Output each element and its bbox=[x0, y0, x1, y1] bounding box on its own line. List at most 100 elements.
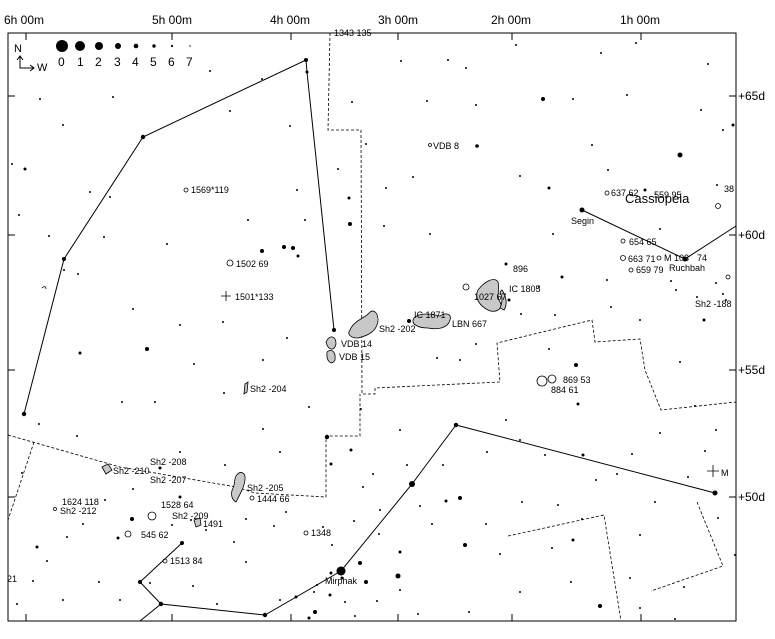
star bbox=[694, 405, 696, 407]
star bbox=[716, 184, 718, 186]
cluster-edge bbox=[715, 203, 721, 209]
cluster-1502 bbox=[226, 259, 234, 267]
mag-1-dot bbox=[75, 41, 85, 51]
camelopardalis-line bbox=[23, 59, 335, 415]
star bbox=[224, 464, 226, 466]
dec-label-50: +50d bbox=[738, 490, 765, 504]
ra-label-2h: 2h 00m bbox=[491, 13, 531, 27]
star bbox=[62, 124, 64, 126]
nebula-lbn-667 bbox=[412, 313, 451, 330]
star bbox=[112, 96, 114, 98]
star bbox=[447, 59, 449, 61]
star bbox=[347, 196, 351, 200]
star bbox=[607, 169, 609, 171]
mag-7-dot bbox=[189, 45, 191, 47]
object-label: 1348 bbox=[311, 528, 331, 538]
ra-label-1h: 1h 00m bbox=[620, 13, 660, 27]
nebula-vdb-15 bbox=[326, 350, 336, 364]
star bbox=[337, 168, 339, 170]
star bbox=[78, 351, 82, 355]
object-label: Ruchbah bbox=[669, 263, 705, 273]
object-label: IC 1871 bbox=[414, 310, 446, 320]
star bbox=[180, 541, 184, 545]
star bbox=[712, 490, 718, 496]
star bbox=[149, 582, 151, 584]
star bbox=[654, 501, 656, 503]
star bbox=[581, 518, 583, 520]
dec-label-65: +65d bbox=[738, 89, 765, 103]
star bbox=[21, 411, 27, 417]
star bbox=[519, 175, 521, 177]
object-label: 559 95 bbox=[654, 190, 682, 200]
star bbox=[507, 298, 511, 302]
star bbox=[385, 187, 387, 189]
nebula-sh2-205 bbox=[231, 472, 246, 503]
star bbox=[707, 63, 709, 65]
star bbox=[158, 466, 162, 470]
star bbox=[322, 526, 324, 528]
cluster-869 bbox=[536, 375, 548, 387]
star bbox=[659, 432, 661, 434]
star bbox=[704, 450, 706, 452]
star bbox=[179, 451, 181, 453]
star bbox=[372, 473, 374, 475]
star bbox=[639, 607, 641, 609]
star bbox=[260, 249, 264, 253]
dec-label-60: +60d bbox=[738, 228, 765, 242]
object-label: VDB 14 bbox=[341, 339, 372, 349]
star bbox=[436, 357, 438, 359]
cluster-1444 bbox=[249, 495, 255, 501]
ra-label-6h: 6h 00m bbox=[4, 13, 44, 27]
star bbox=[552, 233, 554, 235]
star bbox=[376, 600, 378, 602]
star bbox=[308, 406, 310, 408]
star bbox=[499, 553, 501, 555]
star bbox=[158, 601, 164, 607]
star bbox=[313, 610, 317, 614]
mag-3-label: 3 bbox=[114, 55, 121, 69]
object-label: LBN 667 bbox=[452, 319, 487, 329]
star bbox=[571, 538, 575, 542]
star bbox=[305, 70, 309, 74]
star bbox=[296, 189, 298, 191]
star bbox=[431, 523, 433, 525]
cluster-545 bbox=[124, 530, 132, 538]
cluster-663 bbox=[620, 255, 626, 261]
star bbox=[581, 453, 585, 457]
star bbox=[324, 434, 330, 440]
star bbox=[486, 451, 488, 453]
mag-0-dot bbox=[56, 40, 68, 52]
star bbox=[76, 435, 78, 437]
star bbox=[82, 523, 84, 525]
star bbox=[383, 225, 385, 227]
star bbox=[247, 219, 249, 221]
cluster-1348 bbox=[303, 530, 309, 536]
star bbox=[132, 488, 134, 490]
star bbox=[294, 595, 298, 599]
star bbox=[521, 501, 523, 503]
object-label: Sh2 -202 bbox=[379, 324, 416, 334]
star bbox=[399, 589, 401, 591]
star bbox=[328, 593, 332, 597]
mag-6-label: 6 bbox=[168, 55, 175, 69]
star bbox=[541, 97, 545, 101]
star bbox=[329, 571, 333, 575]
star bbox=[675, 289, 677, 291]
star bbox=[332, 328, 336, 332]
star bbox=[576, 402, 580, 406]
star bbox=[286, 337, 288, 339]
star bbox=[626, 94, 628, 96]
star bbox=[121, 401, 123, 403]
star bbox=[205, 529, 207, 531]
nebula-1491 bbox=[193, 517, 202, 528]
star bbox=[190, 519, 192, 521]
star bbox=[429, 233, 431, 235]
star bbox=[16, 603, 18, 605]
star bbox=[307, 616, 311, 620]
object-label: M bbox=[721, 468, 729, 478]
perseus-line-3 bbox=[139, 603, 162, 622]
star bbox=[63, 269, 65, 271]
star bbox=[674, 618, 676, 620]
